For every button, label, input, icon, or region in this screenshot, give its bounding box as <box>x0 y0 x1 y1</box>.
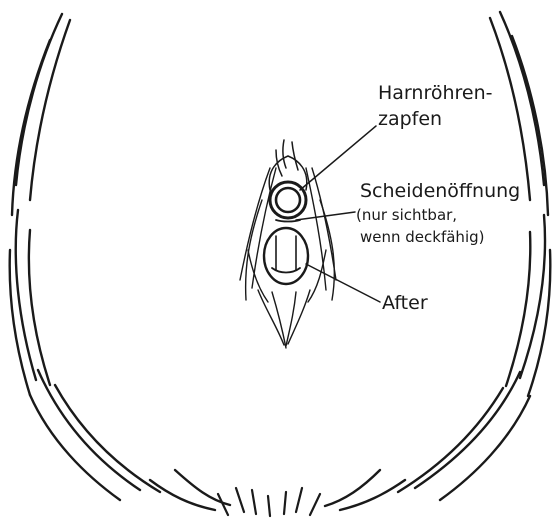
label-vaginal-note-line2: wenn deckfähig) <box>360 228 484 246</box>
urethral-cone <box>269 156 307 218</box>
bottom-fur-tufts <box>218 488 320 516</box>
top-fur-tuft <box>276 140 298 176</box>
label-urethral-cone-line2: zapfen <box>378 108 442 131</box>
label-vaginal-opening: Scheidenöffnung <box>360 180 520 203</box>
anus <box>264 228 308 284</box>
label-anus: After <box>382 292 428 315</box>
left-body-outline <box>10 14 230 510</box>
label-urethral-cone-line1: Harnröhren- <box>378 82 493 105</box>
label-vaginal-note-line1: (nur sichtbar, <box>356 206 457 224</box>
